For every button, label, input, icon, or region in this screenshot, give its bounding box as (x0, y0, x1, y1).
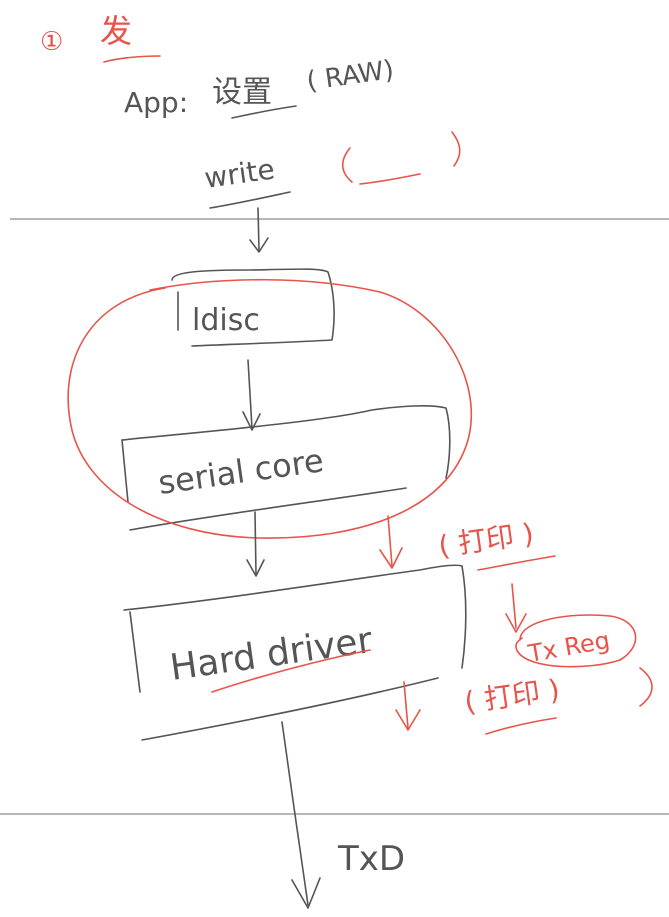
red-arrow-top-head (379, 547, 403, 569)
setting-underline (231, 105, 297, 119)
serial-core-label: serial core (156, 441, 326, 502)
arrow-ldisc-serial-head (242, 411, 261, 431)
print-top-label: ( 打印 ) (436, 517, 535, 563)
write-underline (209, 191, 291, 209)
red-arrow-txreg-head (505, 613, 527, 633)
core-layers-circle (67, 278, 473, 539)
hard-driver-box-bottom (141, 677, 439, 741)
write-label: write (202, 152, 276, 194)
serial-core-box-left (121, 439, 129, 503)
print-bottom-underline (485, 717, 557, 735)
app-setting-text: 设置 (212, 75, 272, 110)
raw-label: ( RAW) (305, 55, 396, 97)
arrow-ldisc-serial-line (247, 359, 253, 429)
hard-driver-box-left (129, 611, 141, 693)
number-mark: ① (40, 27, 63, 57)
red-arrow-top-line (387, 515, 393, 567)
arrow-serial-hard-line (254, 511, 257, 575)
hard-driver-label: Hard driver (168, 620, 375, 689)
title-underline (103, 55, 161, 63)
write-blank (359, 173, 421, 185)
tx-reg-bubble (515, 614, 637, 668)
serial-core-box-bottom (129, 487, 407, 531)
print-top-underline (477, 555, 556, 571)
title-text: 发 (100, 12, 132, 50)
hard-driver-box-top (123, 564, 467, 669)
app-label: App: (124, 86, 188, 119)
print-bottom-label: ( 打印 ) (462, 673, 561, 719)
write-paren-left (341, 147, 353, 183)
txd-label: TxD (337, 839, 405, 879)
red-arrow-txreg-line (511, 583, 517, 629)
ldisc-box (171, 268, 335, 347)
arrow-write-ldisc-head (249, 237, 269, 253)
arrow-txd-line (281, 721, 309, 906)
arrow-serial-hard-head (246, 559, 265, 577)
print-bottom-paren (639, 667, 653, 707)
arrow-write-ldisc-line (257, 207, 260, 251)
write-paren-right (451, 131, 461, 167)
ldisc-label: ldisc (192, 303, 260, 338)
serial-core-box-top (121, 405, 451, 479)
tx-reg-label: Tx Reg (525, 626, 612, 668)
arrow-txd-head (291, 877, 321, 909)
hard-driver-underline (211, 649, 371, 693)
red-arrow-bottom-line (403, 681, 409, 729)
red-arrow-bottom-head (395, 709, 421, 731)
